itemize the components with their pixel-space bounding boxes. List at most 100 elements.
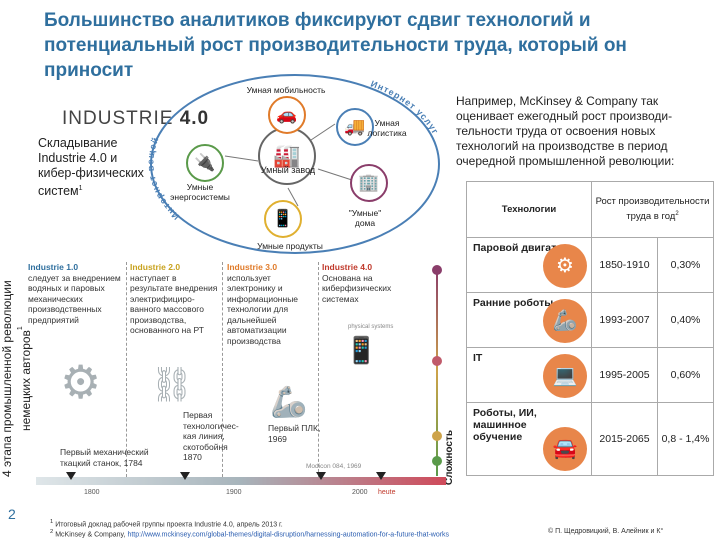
footnote-link[interactable]: http://www.mckinsey.com/global-themes/di…: [127, 531, 450, 539]
pct-cell: 0,30%: [657, 237, 714, 293]
table-row: Паровой двигатель⚙ 1850-1910 0,30%: [466, 237, 714, 293]
mobility-node: 🚗: [268, 96, 306, 134]
table-header-tech: Технологии: [466, 181, 592, 238]
industrie-circle: [150, 74, 440, 254]
car-icon: 🚗: [276, 105, 298, 124]
cyber-devices-icon: 📱: [345, 335, 378, 365]
caption-line: Первая технологичес-кая линия, скотобойн…: [183, 410, 239, 462]
phone-icon: 📱: [272, 209, 294, 228]
complexity-line: [436, 268, 438, 476]
node-label-mobility: Умная мобильность: [246, 85, 326, 95]
tech-cell: Роботы, ИИ, машинное обучение🚘: [466, 402, 592, 476]
years-cell: 1993-2007: [591, 292, 658, 348]
years-cell: 2015-2065: [591, 402, 658, 476]
pct-cell: 0,8 - 1,4%: [657, 402, 714, 476]
page-number: 2: [8, 506, 16, 522]
era-head: Industrie 2.0: [130, 262, 181, 272]
era-head: Industrie 4.0: [322, 262, 373, 272]
year-label: 1800: [84, 489, 100, 496]
era-body: наступает в результате внедрения электри…: [130, 272, 218, 336]
truck-icon: 🚚: [344, 117, 366, 136]
pct-cell: 0,60%: [657, 347, 714, 403]
table-row: Ранние роботы🦾 1993-2007 0,40%: [466, 292, 714, 348]
plug-icon: 🔌: [194, 153, 216, 172]
robot-car-icon: 🚘: [543, 427, 587, 471]
left-caption: Складывание Industrie 4.0 и кибер-физиче…: [38, 136, 146, 199]
era-divider: [222, 262, 223, 477]
year-label: heute: [378, 489, 396, 496]
pct-cell: 0,40%: [657, 292, 714, 348]
mckinsey-intro: Например, McKinsey & Company так оценива…: [456, 94, 675, 168]
era-body: Основана на киберфизических системах: [322, 272, 392, 304]
tech-name: IT: [473, 352, 483, 364]
timeline-marker: [376, 472, 386, 480]
era-2: Industrie 2.0 наступает в результате вне…: [130, 262, 220, 336]
era-head: Industrie 3.0: [227, 262, 278, 272]
node-label-logistics: Умная логистика: [367, 118, 407, 138]
era-3: Industrie 3.0 использует электронику и и…: [227, 262, 317, 346]
complexity-dot: [432, 456, 442, 466]
factory-icon: 🏭: [273, 143, 301, 168]
footnote-text: McKinsey & Company,: [55, 531, 128, 539]
tech-name: Ранние роботы: [473, 297, 554, 309]
complexity-dot: [432, 431, 442, 441]
plc-robot-icon: 🦾: [270, 386, 308, 419]
era-head: Industrie 1.0: [28, 262, 79, 272]
era-4: Industrie 4.0 Основана на киберфизически…: [322, 262, 422, 304]
robot-arm-icon: 🦾: [543, 299, 587, 343]
footnote-sup: 2: [50, 529, 54, 535]
footnote-text: Итоговый доклад рабочей группы проекта I…: [55, 521, 283, 529]
copyright: © П. Щедровицкий, В. Алейник и К°: [548, 528, 664, 535]
era-body: использует электронику и информационные …: [227, 272, 299, 346]
slaughterhouse-line-icon: ⛓: [150, 366, 194, 404]
tech-cell: IT 💻: [466, 347, 592, 403]
computer-icon: 💻: [543, 354, 587, 398]
timeline-marker: [316, 472, 326, 480]
ghost-label-physical: physical systems: [348, 324, 394, 330]
node-label-products: Умные продукты: [257, 241, 323, 251]
logo-word: INDUSTRIE: [62, 108, 174, 129]
footnote-2: 2 McKinsey & Company, http://www.mckinse…: [50, 529, 449, 538]
year-label: 1900: [226, 489, 242, 496]
table-row: Роботы, ИИ, машинное обучение🚘 2015-2065…: [466, 402, 714, 476]
loom-icon: ⚙: [60, 356, 102, 408]
slide-title: Большинство аналитиков фиксируют сдвиг т…: [44, 10, 627, 81]
era-divider: [126, 262, 127, 477]
caption-loom: Первый механический ткацкий станок, 1784: [60, 447, 149, 468]
node-label-energy: Умные энергосистемы: [170, 182, 230, 202]
tech-name: Роботы, ИИ, машинное обучение: [473, 407, 537, 443]
caption-plc: Первый ПЛК, 1969: [268, 423, 321, 444]
node-label-homes: "Умные" дома: [348, 208, 382, 228]
factory-node: 🏭: [258, 127, 316, 185]
home-node: 🏢: [350, 164, 388, 202]
building-icon: 🏢: [358, 173, 380, 192]
years-cell: 1850-1910: [591, 237, 658, 293]
tech-cell: Паровой двигатель⚙: [466, 237, 592, 293]
steam-engine-icon: ⚙: [543, 244, 587, 288]
table-header-sup: 2: [675, 210, 679, 217]
left-caption-text: Складывание Industrie 4.0 и кибер-физиче…: [38, 136, 144, 199]
timeline-bar: [36, 477, 446, 485]
era-divider: [318, 262, 319, 477]
footnote-1: 1 Итоговый доклад рабочей группы проекта…: [50, 519, 283, 528]
table-header-growth-text: Рост производительности труда в год: [595, 195, 710, 223]
tech-cell: Ранние роботы🦾: [466, 292, 592, 348]
year-label: 2000: [352, 489, 368, 496]
energy-node: 🔌: [186, 144, 224, 182]
era-body: следует за внедрением водяных и паровых …: [28, 272, 121, 325]
circle-arc-labels: Интернет услуг Интернет вещей: [145, 79, 439, 222]
complexity-dot: [432, 265, 442, 275]
table-row: IT 💻 1995-2005 0,60%: [466, 347, 714, 403]
logistics-node: 🚚: [336, 108, 374, 146]
left-caption-sup: 1: [78, 185, 83, 192]
footnote-sup: 1: [50, 519, 54, 525]
timeline-marker: [180, 472, 190, 480]
center-node-label: Умный завод: [260, 165, 316, 175]
table-header-growth: Рост производительности труда в год2: [591, 181, 714, 238]
productivity-table: Технологии Рост производительности труда…: [466, 181, 714, 476]
years-cell: 1995-2005: [591, 347, 658, 403]
timeline-marker: [66, 472, 76, 480]
products-node: 📱: [264, 200, 302, 238]
arc-bottom-label: Интернет вещей: [145, 135, 181, 222]
ghost-label-modicon: Modicon 084, 1969: [306, 463, 362, 470]
